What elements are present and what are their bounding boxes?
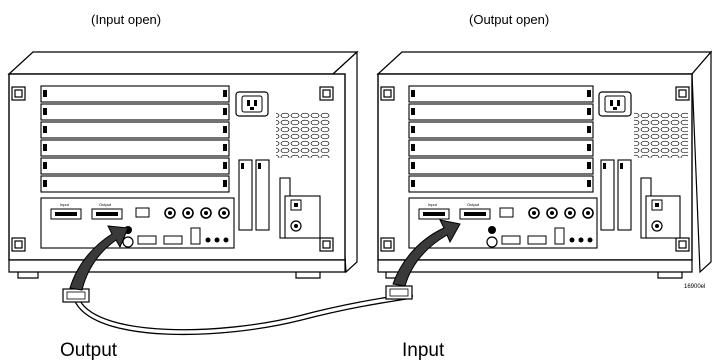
svg-text:Input: Input <box>428 202 438 207</box>
svg-text:Output: Output <box>99 202 112 207</box>
label-input: Input <box>402 340 445 361</box>
chassis-left: Input Output <box>9 52 357 278</box>
cable-connector-left <box>63 289 89 302</box>
svg-text:Output: Output <box>467 202 480 207</box>
vent-grille <box>276 112 330 158</box>
label-output: Output <box>60 340 118 361</box>
cable-connector-right <box>386 286 412 299</box>
caption-input-open: (Input open) <box>91 12 161 27</box>
cable-icon <box>78 296 410 332</box>
vent-grille <box>634 112 688 158</box>
figure-id: 16900el <box>684 284 705 290</box>
power-inlet-icon <box>236 92 268 116</box>
caption-output-open: (Output open) <box>469 12 549 27</box>
power-inlet-icon <box>599 92 631 116</box>
svg-text:Input: Input <box>60 202 70 207</box>
